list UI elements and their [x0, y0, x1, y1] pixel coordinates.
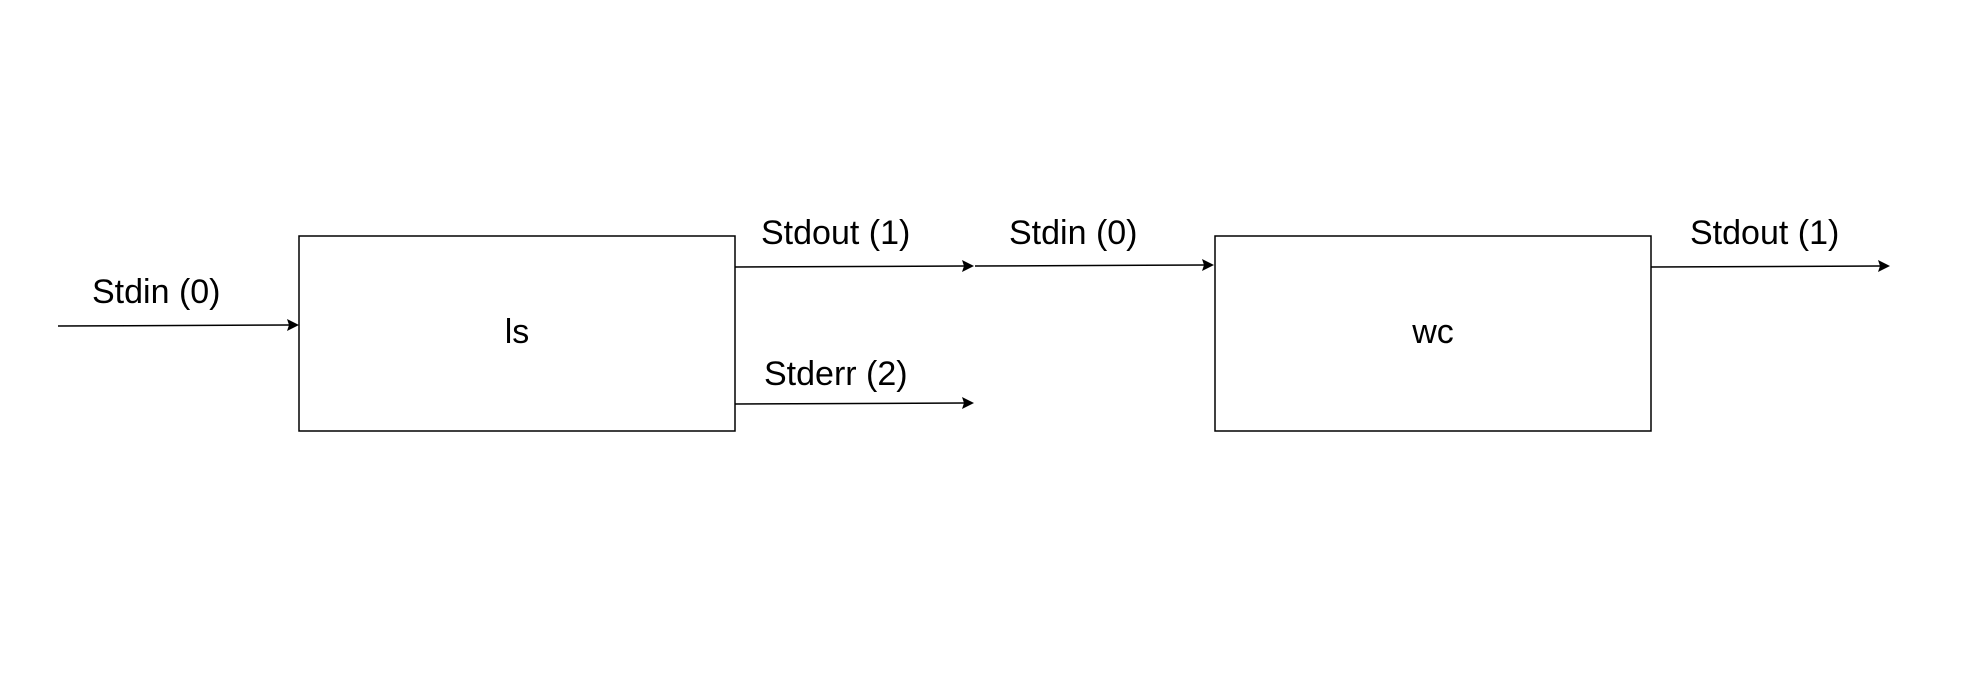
- edge-stdout-ls: Stdout (1): [734, 214, 974, 272]
- ls-box: [298, 235, 736, 432]
- edge-stdin-wc: Stdin (0): [974, 214, 1214, 271]
- stdin-wc-line: [974, 264, 1205, 267]
- node-wc: wc: [1214, 235, 1652, 432]
- wc-box: [1214, 235, 1652, 432]
- edge-stdout-wc: Stdout (1): [1650, 214, 1890, 272]
- stdout-wc-line: [1650, 265, 1881, 268]
- ls-label: ls: [505, 313, 530, 351]
- stdout-wc-label: Stdout (1): [1690, 214, 1839, 252]
- stderr-ls-arrowhead: [962, 397, 974, 409]
- stderr-ls-label: Stderr (2): [764, 355, 908, 393]
- stdin-ls-label: Stdin (0): [92, 273, 221, 311]
- stderr-ls-line: [734, 402, 965, 405]
- stdin-ls-arrowhead: [287, 319, 299, 331]
- stdin-wc-label: Stdin (0): [1009, 214, 1138, 252]
- stdin-ls-line: [57, 324, 290, 327]
- stdout-ls-label: Stdout (1): [761, 214, 910, 252]
- wc-label: wc: [1411, 313, 1454, 351]
- stdin-wc-arrowhead: [1202, 259, 1214, 271]
- node-ls: ls: [298, 235, 736, 432]
- edge-stderr-ls: Stderr (2): [734, 355, 974, 409]
- stdout-ls-line: [734, 265, 965, 268]
- stdout-ls-arrowhead: [962, 260, 974, 272]
- edge-stdin-ls: Stdin (0): [57, 273, 299, 331]
- stdout-wc-arrowhead: [1878, 260, 1890, 272]
